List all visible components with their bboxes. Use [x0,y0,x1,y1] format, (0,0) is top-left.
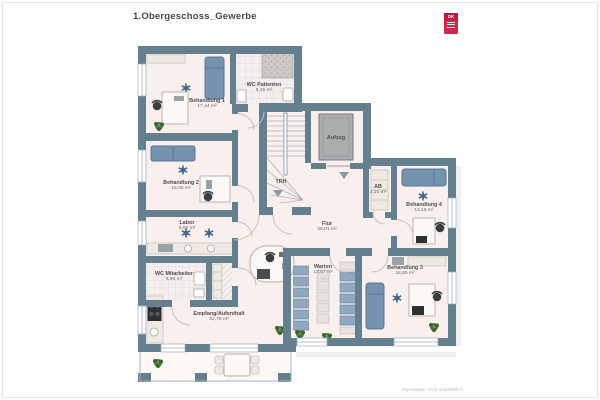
entrance-arrow-icon [273,190,283,197]
wall-shadows [296,166,461,357]
door-arc [396,219,414,237]
balcony-railing [139,352,292,382]
stairs-icon [266,112,305,204]
window [447,271,457,305]
dining-table-set [214,353,260,377]
brand-logo-line [447,21,455,23]
door-arc [272,214,293,235]
sink [193,288,205,298]
window [137,63,147,97]
door-arc [247,111,265,129]
door-arcs [171,111,414,326]
window [447,197,457,229]
window [137,220,147,246]
door-arc [237,185,255,203]
device [392,257,404,265]
door-arc [237,221,253,238]
entrance-arrow-icon [339,172,349,179]
floor-mat [412,306,424,315]
treatment-table-icon [401,168,447,187]
window [137,149,147,183]
floor-mat [416,236,427,243]
door-arc [171,306,191,326]
shower [261,51,294,79]
sideboard [370,169,389,211]
treatment-table-icon [204,56,225,100]
sink [236,89,247,103]
windows [137,63,457,353]
entrance-markers [273,172,349,197]
lab-device [158,244,173,252]
brand-logo-line [447,24,455,25]
desk-monitor [174,96,184,101]
waiting-bench-light [316,269,330,324]
window [393,337,439,347]
door-arc [371,255,389,273]
page-title: 1.Obergeschoss_Gewerbe [133,11,257,22]
brand-logo: DK [444,13,458,34]
lab-sink [184,244,192,253]
waiting-bench [293,265,309,331]
window [209,343,259,353]
toilet [193,271,206,286]
cabinet [146,54,186,64]
door-arc [372,211,386,225]
cabinet [407,256,447,267]
window [160,343,186,353]
toilet [282,87,294,102]
sofa-icon [150,145,196,162]
window [296,337,328,347]
treatment-table-icon [365,282,385,330]
brand-logo-text: DK [444,13,458,20]
door-arc [329,255,347,273]
brand-logo-line [447,26,455,28]
furniture-layer [145,51,447,377]
door-arc [237,267,257,287]
window [137,305,147,335]
lab-sink [207,244,215,253]
desk-monitor [206,180,212,189]
elevator-icon [318,113,354,161]
closet-shelf [212,263,223,299]
kitchen-sink [149,327,159,337]
waiting-bench [339,261,357,335]
door-arc [237,113,255,131]
door-arc [233,214,260,241]
disclaimer-text: Exposéplan, nicht maßstäblich [401,387,463,392]
